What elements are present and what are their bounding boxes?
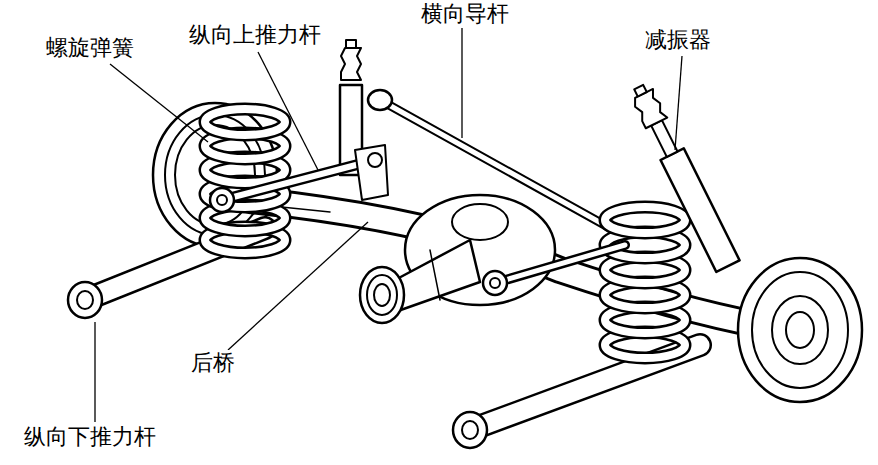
lower-arm bbox=[85, 228, 265, 300]
leader-line bbox=[94, 322, 95, 422]
shock-absorber bbox=[346, 40, 356, 48]
part-label: 纵向上推力杆 bbox=[187, 22, 323, 48]
upper-rod bbox=[490, 278, 500, 288]
coil-spring bbox=[605, 207, 685, 358]
lower-arm bbox=[85, 228, 265, 300]
upper-rod bbox=[210, 145, 388, 212]
differential bbox=[367, 275, 397, 315]
upper-rod bbox=[222, 160, 375, 200]
upper-rod bbox=[495, 245, 625, 283]
shock-absorber bbox=[634, 85, 647, 97]
part-label: 横向导杆 bbox=[419, 1, 511, 27]
lower-arm bbox=[68, 282, 102, 318]
lower-arm bbox=[462, 421, 478, 439]
differential bbox=[430, 250, 440, 300]
upper-rod bbox=[483, 245, 625, 295]
lower-arm bbox=[453, 412, 487, 448]
brake-drum bbox=[772, 296, 828, 364]
leader-lines bbox=[95, 28, 682, 422]
leader-line bbox=[461, 28, 462, 138]
differential bbox=[360, 267, 404, 323]
part-label: 减振器 bbox=[643, 27, 713, 53]
transverse-rod bbox=[380, 100, 610, 228]
leader-line bbox=[675, 56, 682, 150]
brake-drum bbox=[738, 258, 862, 402]
brake-drum bbox=[786, 312, 814, 348]
part-label: 螺旋弹簧 bbox=[44, 35, 136, 61]
shock-absorber bbox=[341, 48, 361, 80]
differential bbox=[374, 284, 390, 306]
transverse-rod bbox=[368, 90, 610, 228]
leader-line bbox=[258, 52, 318, 170]
leader-line bbox=[228, 222, 368, 350]
shock-absorber bbox=[661, 148, 740, 271]
coil-spring bbox=[605, 207, 685, 233]
upper-rod bbox=[355, 145, 388, 200]
upper-rod bbox=[217, 195, 227, 205]
differential bbox=[452, 204, 508, 240]
lower-arm bbox=[77, 291, 93, 309]
lower-arm bbox=[68, 228, 265, 318]
differential bbox=[395, 240, 480, 312]
part-label: 纵向下推力杆 bbox=[22, 424, 158, 450]
upper-rod bbox=[495, 245, 625, 283]
upper-rod bbox=[222, 160, 375, 200]
upper-rod bbox=[483, 271, 507, 295]
shock-absorber bbox=[651, 120, 677, 157]
transverse-rod bbox=[368, 90, 392, 110]
brake-drum bbox=[738, 258, 862, 402]
differential bbox=[360, 195, 555, 323]
leader-line bbox=[110, 64, 208, 142]
shock-absorber bbox=[627, 81, 740, 272]
coil-spring bbox=[605, 207, 685, 233]
brake-drum bbox=[752, 272, 848, 388]
upper-rod bbox=[210, 188, 234, 212]
transverse-rod bbox=[380, 100, 610, 228]
part-label: 后桥 bbox=[189, 350, 237, 376]
coil-spring bbox=[205, 109, 285, 135]
coil-spring bbox=[205, 109, 285, 135]
illustration bbox=[68, 40, 862, 448]
upper-rod bbox=[368, 153, 382, 167]
